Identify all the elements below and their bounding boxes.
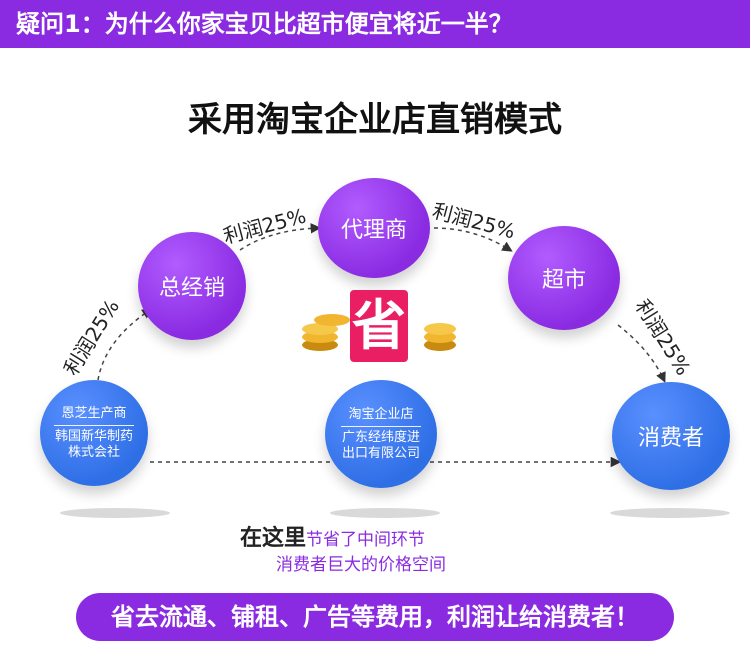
store-line3: 出口有限公司: [341, 445, 420, 461]
arrow-supermarket-to-consumer: [617, 324, 666, 383]
node-producer: 恩芝生产商 韩国新华制药 株式会社: [40, 380, 148, 486]
node-agent: 代理商: [318, 178, 430, 278]
shadow: [610, 508, 730, 518]
divider: [54, 424, 134, 426]
bottom-bold: 在这里: [240, 526, 307, 551]
store-line1: 淘宝企业店: [348, 406, 414, 422]
arrow-agent-to-supermarket: [433, 227, 513, 252]
node-distributor-label: 总经销: [158, 276, 225, 301]
bottom-banner: 省去流通、铺租、广告等费用，利润让给消费者！: [76, 593, 674, 641]
node-supermarket-label: 超市: [541, 268, 586, 293]
shadow: [60, 508, 170, 518]
page-title: 采用淘宝企业店直销模式: [188, 100, 562, 140]
divider: [341, 425, 421, 427]
bottom-line-2: 消费者巨大的价格空间: [276, 555, 446, 575]
bottom-light: 节省了中间环节: [306, 530, 426, 550]
producer-line1: 恩芝生产商: [61, 405, 127, 421]
save-badge: 省: [350, 290, 408, 362]
producer-line3: 株式会社: [67, 444, 120, 460]
store-line2: 广东经纬度进: [341, 429, 420, 445]
node-supermarket: 超市: [508, 226, 620, 330]
node-consumer: 消费者: [612, 382, 730, 490]
node-distributor: 总经销: [138, 232, 246, 340]
producer-line2: 韩国新华制药: [54, 428, 133, 444]
arrow-producer-to-distributor: [97, 308, 153, 381]
node-store: 淘宝企业店 广东经纬度进 出口有限公司: [325, 380, 437, 488]
header-bar: 疑问1：为什么你家宝贝比超市便宜将近一半？: [0, 0, 750, 48]
bottom-line-1: 在这里节省了中间环节: [240, 520, 425, 552]
arrow-distributor-to-agent: [239, 223, 322, 251]
header-text: 疑问1：为什么你家宝贝比超市便宜将近一半？: [16, 10, 513, 38]
shadow: [330, 508, 440, 518]
node-agent-label: 代理商: [340, 218, 407, 243]
node-consumer-label: 消费者: [637, 426, 704, 451]
